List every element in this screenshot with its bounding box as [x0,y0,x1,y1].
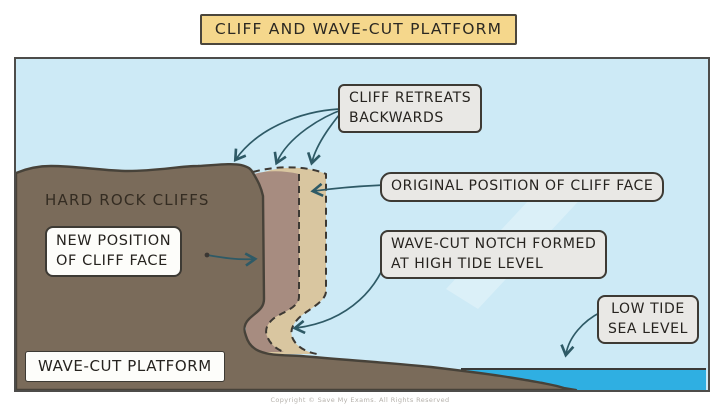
wave-cut-platform-label: WAVE-CUT PLATFORM [25,351,225,382]
cliff-retreats-line2: BACKWARDS [349,109,444,126]
new-position-line2: OF CLIFF FACE [56,253,168,270]
leader-arrow-original-position [314,185,385,191]
wave-cut-notch-line1: WAVE-CUT NOTCH FORMED [391,236,597,252]
dashed-intermediate-cliff-outline [265,174,300,353]
low-tide-label: LOW TIDE SEA LEVEL [597,295,700,345]
leader-arrow-retreat-1 [236,108,345,159]
cliff-landmass [16,162,578,390]
leader-arrow-low-tide [566,311,602,354]
wave-cut-notch-line2: AT HIGH TIDE LEVEL [391,255,544,272]
figure-title: CLIFF AND WAVE-CUT PLATFORM [200,14,517,45]
low-tide-line2: SEA LEVEL [608,320,689,337]
cliff-retreats-label: CLIFF RETREATS BACKWARDS [338,84,483,134]
sea [461,369,706,390]
cliff-retreats-line1: CLIFF RETREATS [349,90,472,106]
hard-rock-cliffs-label: HARD ROCK CLIFFS [45,191,210,209]
diagram-panel: HARD ROCK CLIFFS CLIFF RETREATS BACKWARD… [14,57,710,392]
original-position-label: ORIGINAL POSITION OF CLIFF FACE [380,172,665,202]
new-position-label: NEW POSITION OF CLIFF FACE [45,226,183,277]
low-tide-line1: LOW TIDE [611,301,685,317]
wave-cut-notch-label: WAVE-CUT NOTCH FORMED AT HIGH TIDE LEVEL [380,230,608,280]
leader-arrow-retreat-2 [277,108,345,162]
connector-dot [204,252,210,258]
new-position-line1: NEW POSITION [56,233,172,249]
leader-arrow-new-position [206,255,254,259]
copyright-text: Copyright © Save My Exams. All Rights Re… [270,396,450,404]
